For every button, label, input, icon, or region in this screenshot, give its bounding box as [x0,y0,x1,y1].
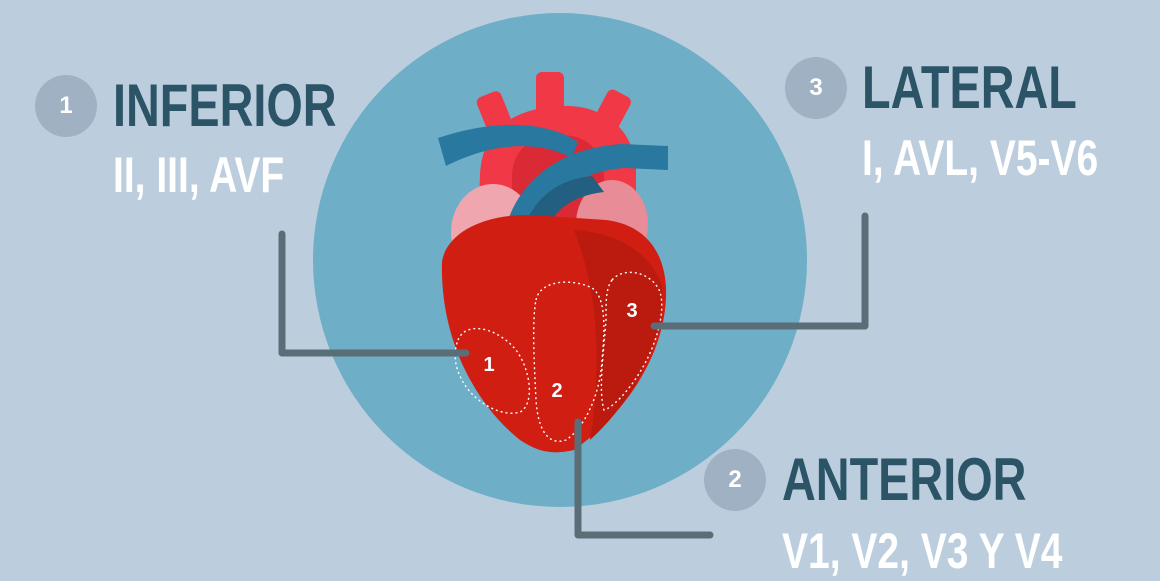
heart-label-1: 1 [483,354,494,376]
title-anterior: ANTERIOR [782,450,1026,510]
badge-inferior: 1 [35,75,97,137]
leads-inferior: II, III, AVF [113,150,284,200]
title-inferior: INFERIOR [113,76,337,136]
leads-lateral: I, AVL, V5-V6 [862,133,1098,183]
leads-anterior: V1, V2, V3 Y V4 [782,526,1062,576]
badge-anterior: 2 [704,449,766,511]
badge-lateral: 3 [785,57,847,119]
title-lateral: LATERAL [862,58,1077,118]
heart-label-3: 3 [626,300,637,322]
heart-label-2: 2 [551,380,562,402]
